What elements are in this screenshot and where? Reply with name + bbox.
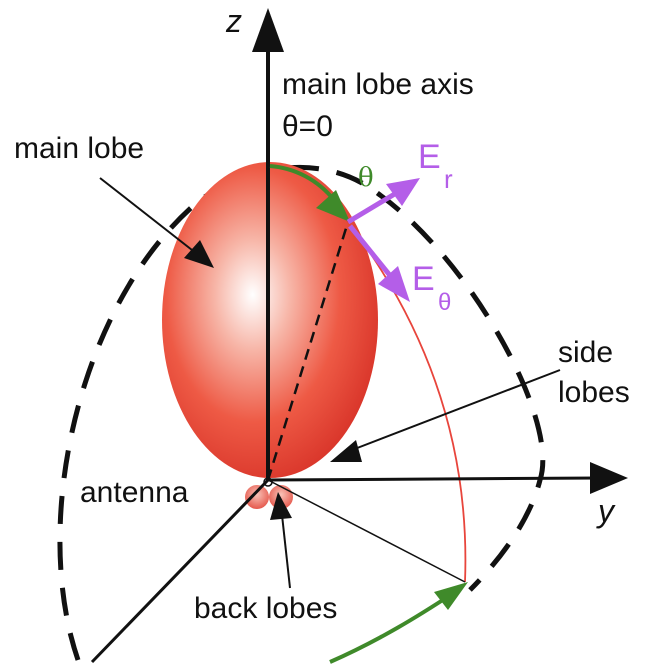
antenna-label: antenna xyxy=(80,476,189,509)
x-axis-line xyxy=(90,478,270,664)
main-lobe-pointer-arrowhead xyxy=(184,240,214,268)
theta-angle-label: θ xyxy=(358,163,374,193)
side-lobes-label-line2: lobes xyxy=(558,376,630,409)
radiation-pattern-dashed-outline xyxy=(57,164,546,661)
etheta-subscript-label: θ xyxy=(438,289,451,316)
projection-line xyxy=(267,479,466,583)
z-axis-label: z xyxy=(225,3,242,39)
er-vector-arrowhead xyxy=(386,178,420,206)
back-lobes-pointer-arrowhead xyxy=(270,492,292,520)
green-phi-arrowhead xyxy=(434,582,468,610)
y-axis-arrowhead xyxy=(590,462,628,494)
etheta-vector-arrowhead xyxy=(378,266,410,302)
back-lobes-pointer-line xyxy=(281,514,291,589)
meridian-arc xyxy=(347,221,467,583)
y-axis-label: y xyxy=(596,493,616,529)
y-axis-line xyxy=(267,476,601,482)
etheta-label: E xyxy=(412,260,435,298)
side-lobes-label-line1: side xyxy=(558,336,613,369)
main-lobe-axis-label: main lobe axis xyxy=(282,68,474,101)
theta-zero-label: θ=0 xyxy=(282,110,333,143)
z-axis-arrowhead xyxy=(252,8,284,52)
er-vector-line xyxy=(346,189,400,225)
back-lobe-left xyxy=(245,485,269,509)
dashed-radial-line xyxy=(266,221,350,481)
er-subscript-label: r xyxy=(444,164,453,194)
etheta-vector-line xyxy=(348,224,394,280)
back-lobes-label: back lobes xyxy=(194,592,337,625)
side-lobes-pointer-arrowhead xyxy=(330,440,362,462)
er-label: E xyxy=(418,138,441,176)
green-theta-arc xyxy=(269,164,336,202)
side-lobes-pointer-line xyxy=(351,369,561,451)
green-phi-arc xyxy=(329,592,454,664)
antenna-origin-dot xyxy=(263,477,273,487)
main-lobe-pointer-line xyxy=(99,177,193,251)
green-theta-arrowhead xyxy=(316,190,350,222)
main-lobe-label: main lobe xyxy=(14,132,144,165)
